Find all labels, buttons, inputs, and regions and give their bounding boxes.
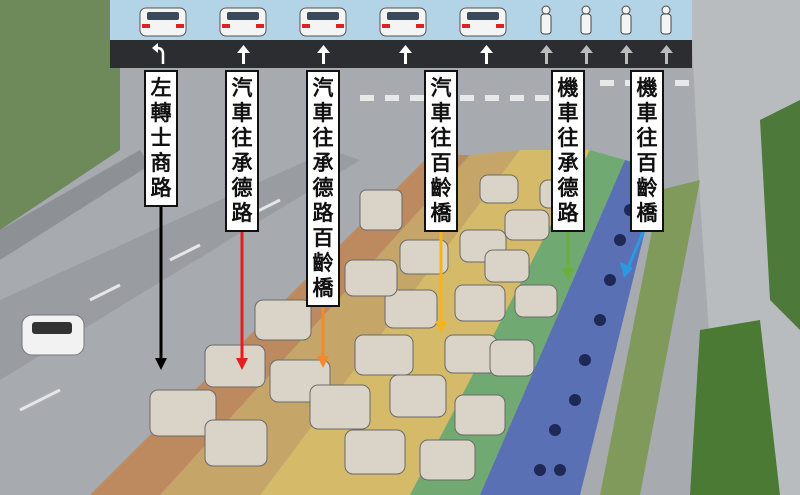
lane-band-5 bbox=[480, 160, 660, 495]
turn-left-arrowhead bbox=[152, 43, 158, 53]
scooter-icon bbox=[660, 5, 672, 35]
straight-arrow-icon bbox=[480, 45, 493, 64]
lane-label-text: 汽車往承德路百齡橋 bbox=[312, 76, 334, 300]
scooter-icon bbox=[540, 5, 552, 35]
pointer-arrow-6 bbox=[626, 224, 648, 269]
lane-label-text: 汽車往百齡橋 bbox=[430, 76, 452, 225]
scooter-icon bbox=[620, 5, 632, 35]
lane-label-car-bailing: 汽車往百齡橋 bbox=[424, 70, 458, 232]
lane-band-2 bbox=[160, 150, 520, 495]
straight-arrow-icon bbox=[620, 45, 633, 64]
lane-label-left-turn: 左轉士商路 bbox=[144, 70, 178, 207]
straight-arrow-icon bbox=[580, 45, 593, 64]
straight-arrow-icon bbox=[399, 45, 412, 64]
car-icon bbox=[299, 7, 347, 37]
lane-label-text: 汽車往承德路 bbox=[231, 76, 253, 225]
lane-label-scooter-bailing: 機車往百齡橋 bbox=[630, 70, 664, 232]
straight-arrow-icon bbox=[660, 45, 673, 64]
car-icon bbox=[139, 7, 187, 37]
car-icon bbox=[219, 7, 267, 37]
scooter-icon bbox=[580, 5, 592, 35]
tree-right-top bbox=[760, 100, 800, 330]
tree-right-bottom bbox=[690, 320, 780, 495]
straight-arrow-icon bbox=[317, 45, 330, 64]
lane-label-text: 機車往承德路 bbox=[557, 76, 579, 225]
car-icon bbox=[459, 7, 507, 37]
car-icon bbox=[379, 7, 427, 37]
lane-label-scooter-chengde: 機車往承德路 bbox=[551, 70, 585, 232]
road-left-carriageway bbox=[0, 150, 360, 380]
turn-left-arrow-icon bbox=[156, 46, 165, 64]
lane-label-text: 機車往百齡橋 bbox=[636, 76, 658, 225]
lane-label-car-chengde: 汽車往承德路 bbox=[225, 70, 259, 232]
lane-label-text: 左轉士商路 bbox=[150, 76, 172, 200]
sidewalk-left bbox=[0, 150, 150, 260]
green-median bbox=[600, 180, 700, 495]
straight-arrow-icon bbox=[540, 45, 553, 64]
lane-pointer-arrows bbox=[155, 205, 648, 370]
straight-arrow-icon bbox=[237, 45, 250, 64]
roadside-trees-left bbox=[0, 0, 120, 230]
queued-vehicles bbox=[149, 174, 579, 481]
white-car-left bbox=[21, 314, 85, 356]
banner-icons bbox=[139, 5, 673, 64]
lane-label-car-chengde-bailing: 汽車往承德路百齡橋 bbox=[306, 70, 340, 307]
lane-arrow-strip bbox=[110, 40, 692, 68]
